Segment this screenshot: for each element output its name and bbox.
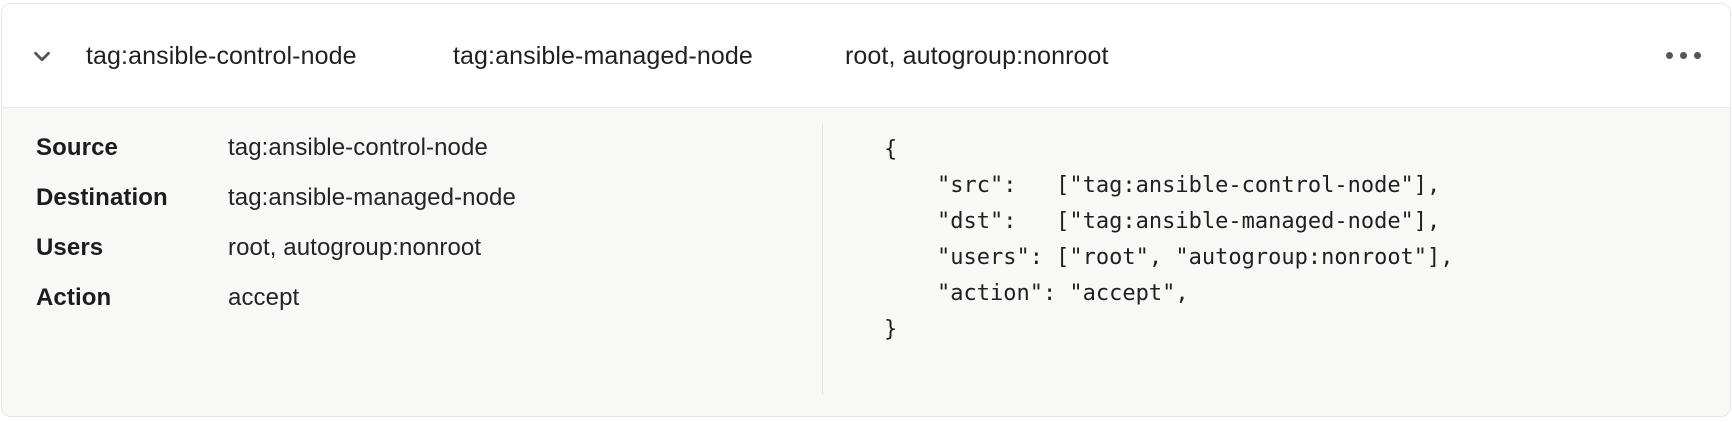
detail-value: root, autogroup:nonroot: [228, 234, 482, 261]
expand-collapse-button[interactable]: [24, 38, 60, 74]
pane-divider: [822, 124, 823, 394]
acl-rule-header[interactable]: tag:ansible-control-node tag:ansible-man…: [2, 4, 1730, 108]
detail-value: tag:ansible-control-node: [228, 134, 488, 161]
acl-rule-body: Source tag:ansible-control-node Destinat…: [2, 108, 1730, 416]
header-destination: tag:ansible-managed-node: [453, 41, 753, 70]
detail-label: Source: [36, 134, 118, 161]
detail-row-action: Action accept: [36, 284, 822, 334]
detail-row-source: Source tag:ansible-control-node: [36, 134, 822, 184]
detail-row-destination: Destination tag:ansible-managed-node: [36, 184, 822, 234]
rule-details-pane: Source tag:ansible-control-node Destinat…: [2, 108, 822, 416]
rule-json-pane: { "src": ["tag:ansible-control-node"], "…: [822, 108, 1730, 416]
ellipsis-horizontal-icon: [1665, 52, 1701, 59]
rule-json-code: { "src": ["tag:ansible-control-node"], "…: [884, 137, 1454, 342]
acl-rule-card: tag:ansible-control-node tag:ansible-man…: [1, 3, 1731, 417]
detail-value: accept: [228, 284, 300, 311]
more-options-button[interactable]: [1660, 36, 1706, 76]
detail-label: Action: [36, 284, 112, 311]
detail-row-users: Users root, autogroup:nonroot: [36, 234, 822, 284]
detail-value: tag:ansible-managed-node: [228, 184, 516, 211]
detail-label: Destination: [36, 184, 168, 211]
header-users: root, autogroup:nonroot: [845, 41, 1109, 70]
detail-label: Users: [36, 234, 104, 261]
chevron-down-icon: [29, 43, 55, 69]
header-source: tag:ansible-control-node: [86, 41, 357, 70]
